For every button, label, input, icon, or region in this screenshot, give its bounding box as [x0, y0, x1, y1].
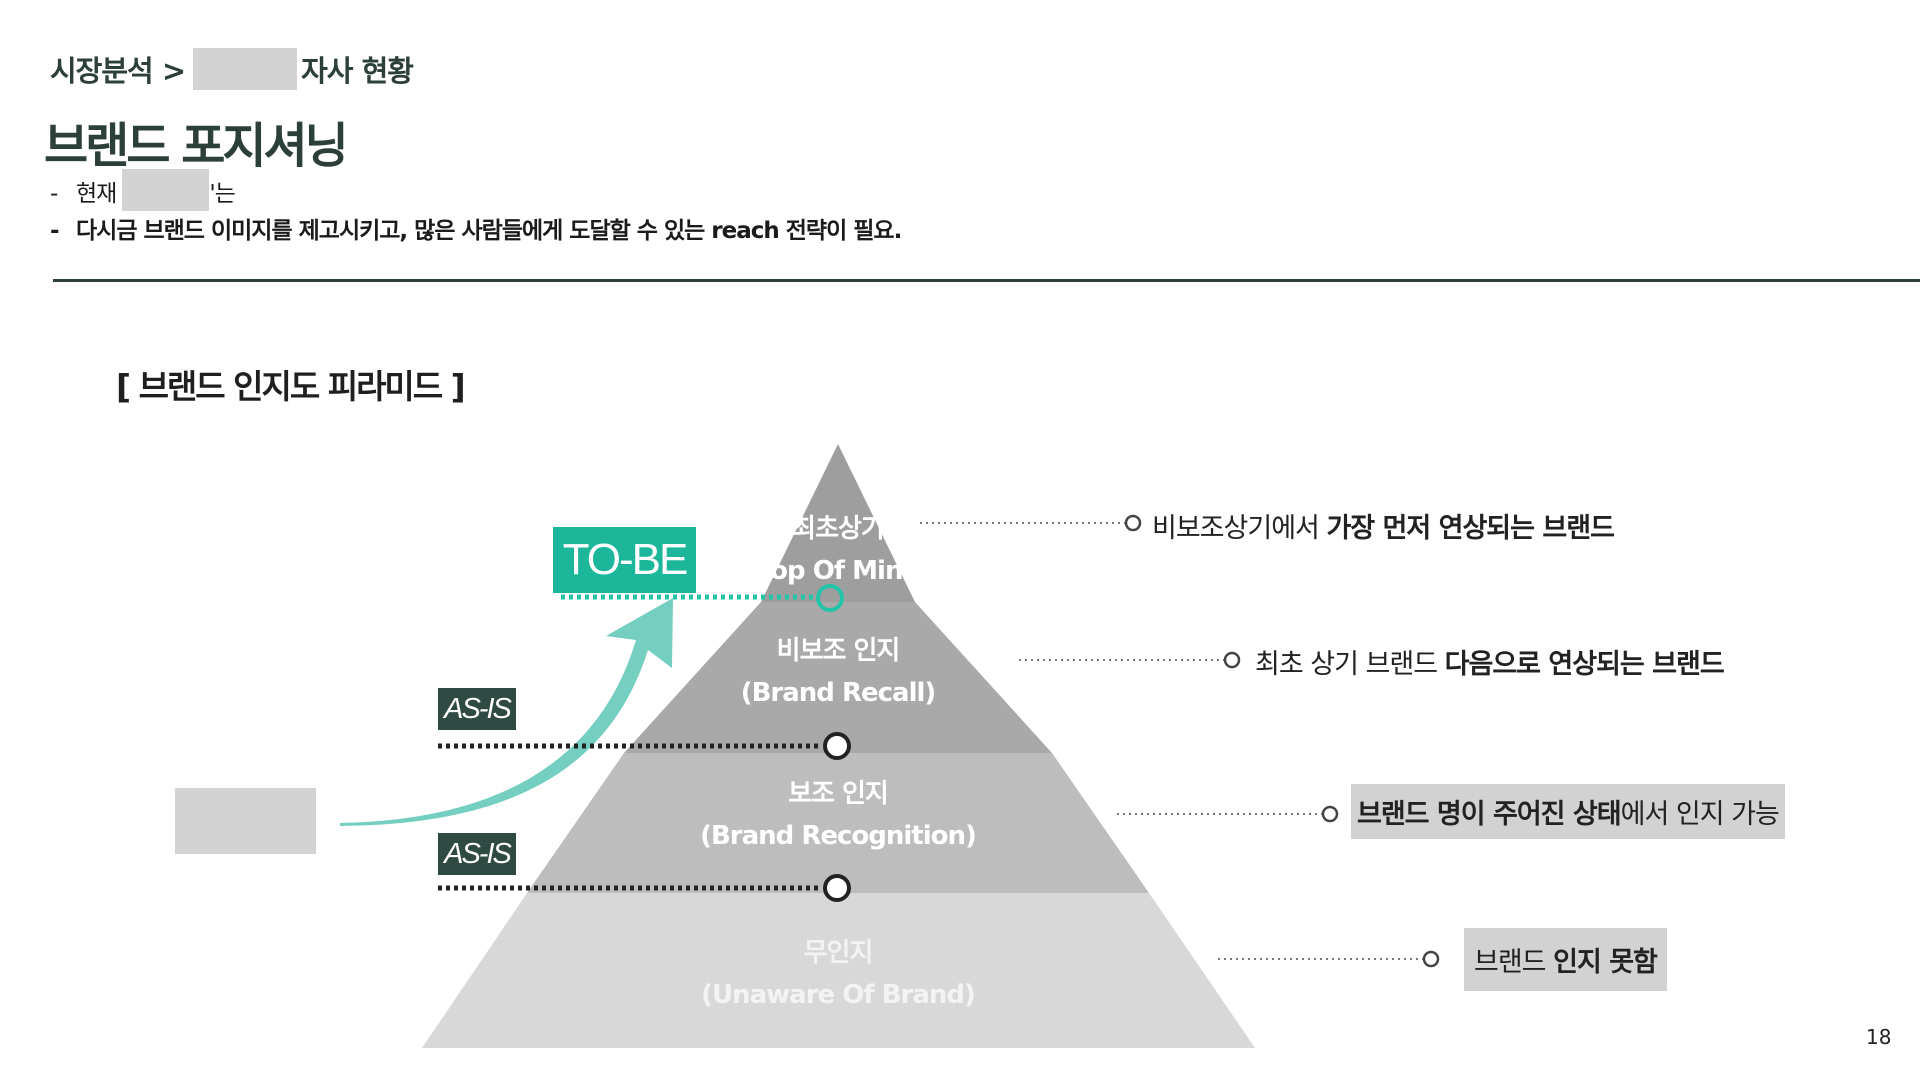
as-is-badge-2: AS-IS [438, 833, 516, 875]
pyramid-tier-top-of-mind [761, 444, 915, 602]
bullet-dash: - [50, 181, 58, 207]
tier-3-description: 브랜드 인지 못함 [1464, 928, 1667, 991]
redacted-logo [175, 788, 316, 854]
tier-1-english: (Brand Recall) [741, 678, 936, 708]
tier-1-description: 최초 상기 브랜드 다음으로 연상되는 브랜드 [1255, 642, 1725, 681]
page-title: 브랜드 포지셔닝 [44, 118, 349, 174]
page-number: 18 [1866, 1025, 1892, 1049]
breadcrumb: 시장분석 > 자사 현황 [50, 48, 414, 90]
as-is-marker-dot-1 [823, 732, 851, 760]
as-is-marker-dot-2 [823, 874, 851, 902]
bullet-text-before: 현재 [76, 181, 117, 207]
pyramid-tier-brand-recognition [527, 753, 1149, 893]
pyramid-tier-brand-recall [624, 602, 1052, 753]
tier-0-description: 비보조상기에서 가장 먼저 연상되는 브랜드 [1152, 506, 1615, 545]
tier-3-description-bold: 인지 못함 [1553, 947, 1658, 978]
to-be-marker-dot [816, 584, 844, 612]
tier-2-name: 보조 인지 [788, 779, 888, 809]
header-divider [53, 279, 1920, 282]
tier-3-description-normal: 브랜드 [1474, 947, 1554, 978]
tier-3-name: 무인지 [804, 938, 873, 968]
tier-1-description-bold: 다음으로 연상되는 브랜드 [1444, 649, 1725, 680]
section-title: [ 브랜드 인지도 피라미드 ] [116, 367, 466, 406]
tier-1-description-normal: 최초 상기 브랜드 [1255, 649, 1445, 680]
bullet-item-2: -다시금 브랜드 이미지를 제고시키고, 많은 사람들에게 도달할 수 있는 r… [50, 211, 902, 245]
tier-0-description-normal: 비보조상기에서 [1152, 513, 1327, 544]
connector-dot-tier-1 [1223, 651, 1241, 669]
tier-0-description-bold: 가장 먼저 연상되는 브랜드 [1326, 513, 1614, 544]
tier-0-english: (Top Of Mine) [746, 556, 930, 586]
growth-arrow [340, 598, 673, 826]
connector-dot-tier-3 [1422, 950, 1440, 968]
tier-2-description: 브랜드 명이 주어진 상태에서 인지 가능 [1351, 784, 1785, 839]
bullet-text-after: '는 [209, 181, 236, 207]
bullet-dash: - [50, 218, 60, 244]
redacted-company-name [193, 48, 298, 90]
tier-3-english: (Unaware Of Brand) [701, 980, 975, 1010]
pyramid-tier-unaware [422, 893, 1255, 1048]
tier-2-description-bold: 브랜드 명이 주어진 상태 [1357, 799, 1622, 830]
breadcrumb-prefix: 시장분석 > [50, 54, 186, 88]
tier-1-name: 비보조 인지 [777, 636, 900, 666]
tier-2-description-normal: 에서 인지 가능 [1620, 799, 1780, 830]
connector-dot-tier-0 [1124, 514, 1142, 532]
to-be-badge: TO-BE [553, 527, 696, 593]
redacted-text [122, 168, 210, 211]
connector-dot-tier-2 [1321, 805, 1339, 823]
tier-2-english: (Brand Recognition) [700, 821, 976, 851]
bullet-item-1: -현재 '는 [50, 168, 236, 211]
bullet-text: 다시금 브랜드 이미지를 제고시키고, 많은 사람들에게 도달할 수 있는 re… [76, 218, 902, 244]
breadcrumb-suffix: 자사 현황 [301, 54, 414, 88]
tier-0-name: 최초상기 [792, 514, 884, 544]
as-is-badge-1: AS-IS [438, 688, 516, 730]
